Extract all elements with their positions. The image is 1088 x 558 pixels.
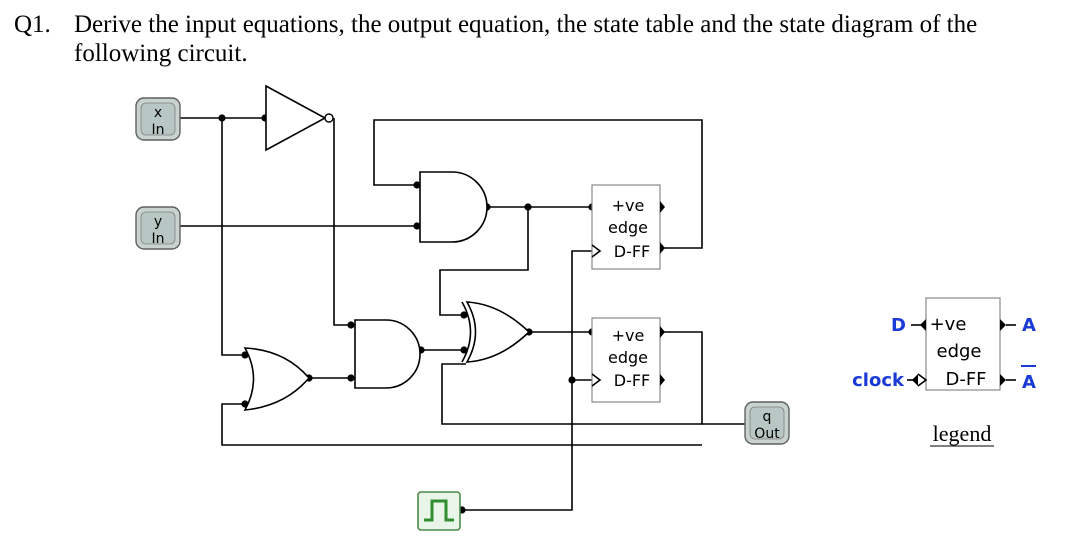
junction-dot: [460, 346, 468, 354]
ff2-line3: D-FF: [614, 371, 651, 390]
input-y[interactable]: y In: [135, 206, 181, 250]
legend-line2: edge: [937, 341, 982, 362]
clock-pulse-icon: [424, 499, 454, 522]
input-y-label: In: [151, 231, 164, 247]
legend-clock-label: clock: [852, 370, 905, 391]
junction-dot: [413, 181, 421, 189]
legend-a-bar-label: A: [1022, 372, 1036, 393]
and-gate-2[interactable]: [354, 319, 421, 389]
output-q[interactable]: q Out: [744, 401, 790, 445]
or-gate-1[interactable]: [243, 347, 311, 411]
legend-line3: D-FF: [945, 369, 986, 390]
junctions: [218, 114, 596, 514]
junction-dot: [347, 374, 355, 382]
junction-dot: [347, 321, 355, 329]
junction-dot: [524, 203, 532, 211]
output-q-label: Out: [754, 426, 780, 442]
junction-dot: [218, 114, 226, 122]
legend-caption: legend: [933, 421, 992, 446]
input-x[interactable]: x In: [135, 97, 181, 141]
ff2-line2: edge: [608, 348, 648, 367]
clock-source[interactable]: [417, 491, 461, 531]
not-bubble: [324, 113, 334, 123]
output-q-name: q: [763, 409, 772, 425]
ff1-line2: edge: [608, 218, 648, 237]
wire-and1-branch: [439, 207, 529, 316]
and-gate-1[interactable]: [419, 171, 488, 243]
legend-d-label: D: [891, 315, 906, 336]
ff2-line1: +ve: [612, 326, 645, 345]
legend-a-label: A: [1022, 315, 1036, 336]
flip-flop-2[interactable]: +ve edge D-FF: [591, 317, 665, 403]
wires: [180, 117, 745, 511]
junction-dot: [413, 222, 421, 230]
wire-not-output: [333, 118, 355, 326]
wire-or1-loop: [221, 403, 702, 446]
legend: +ve edge D-FF D clock A A legend: [852, 297, 1036, 447]
question-number: Q1.: [14, 11, 51, 38]
input-x-name: x: [154, 105, 162, 121]
wire-ff1-feedback: [373, 119, 703, 249]
or-gate-2[interactable]: [461, 301, 531, 363]
ff1-line1: +ve: [612, 196, 645, 215]
not-gate[interactable]: [265, 84, 334, 152]
ff1-line3: D-FF: [614, 242, 651, 261]
question-text: Derive the input equations, the output e…: [74, 11, 978, 67]
legend-line1: +ve: [930, 314, 967, 335]
junction-dot: [568, 376, 576, 384]
flip-flop-1[interactable]: +ve edge D-FF: [591, 184, 665, 270]
input-x-label: In: [151, 122, 164, 138]
junction-dot: [460, 311, 468, 319]
input-y-name: y: [154, 214, 162, 230]
wire-x-branch-down: [221, 118, 245, 356]
